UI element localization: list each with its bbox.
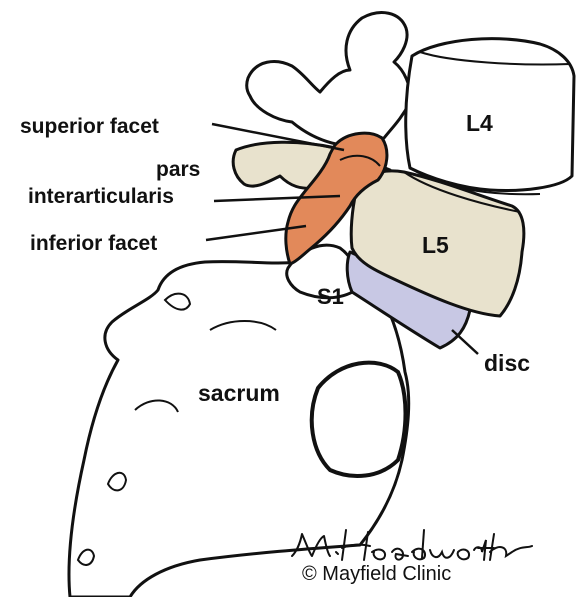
leader-disc: [452, 330, 478, 354]
label-pars-line2: interarticularis: [28, 186, 174, 207]
label-disc: disc: [484, 352, 530, 375]
label-l4: L4: [466, 112, 493, 135]
copyright-credit: © Mayfield Clinic: [302, 563, 451, 586]
label-sacrum: sacrum: [198, 382, 280, 405]
l4-posterior-shape: [247, 13, 411, 146]
label-pars-line1: pars: [156, 159, 200, 180]
sacrum-shape: [69, 257, 409, 597]
label-l5: L5: [422, 234, 449, 257]
label-superior-facet: superior facet: [20, 116, 159, 137]
label-inferior-facet: inferior facet: [30, 233, 157, 254]
label-s1: S1: [317, 286, 344, 308]
